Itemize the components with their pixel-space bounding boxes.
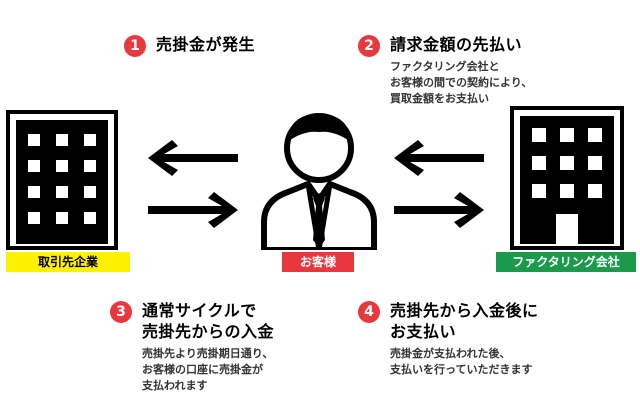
step-4: 4 売掛先から入金後に お支払い 売掛金が支払われた後、 支払いを行っていただき… <box>358 300 539 378</box>
left-building-icon <box>6 110 118 250</box>
right-entity-label: ファクタリング会社 <box>496 252 636 272</box>
step-2-number: 2 <box>358 35 380 57</box>
step-3-number: 3 <box>110 301 132 323</box>
step-2-title: 請求金額の先払い <box>390 35 523 54</box>
arrow-left-icon <box>148 140 238 176</box>
left-entity-label: 取引先企業 <box>6 252 130 272</box>
step-3: 3 通常サイクルで 売掛先からの入金 売掛先より売掛期日通り、 お客様の口座に売… <box>110 300 274 394</box>
step-1-title: 売掛金が発生 <box>156 35 256 54</box>
arrow-left-icon <box>394 140 484 176</box>
step-4-title: 売掛先から入金後に お支払い <box>390 301 539 341</box>
arrow-right-icon <box>148 192 238 228</box>
step-1-number: 1 <box>124 35 146 57</box>
center-entity-label: お客様 <box>282 252 354 272</box>
arrow-right-icon <box>394 192 484 228</box>
right-building-icon <box>510 106 624 250</box>
step-3-title: 通常サイクルで 売掛先からの入金 <box>142 301 275 341</box>
step-1: 1 売掛金が発生 <box>124 34 255 57</box>
step-2: 2 請求金額の先払い ファクタリング会社と お客様の間での契約により、 買取金額… <box>358 34 532 107</box>
step-3-description: 売掛先より売掛期日通り、 お客様の口座に売掛金が 支払われます <box>142 347 274 392</box>
step-4-number: 4 <box>358 301 380 323</box>
businessman-icon <box>261 113 377 250</box>
step-4-description: 売掛金が支払われた後、 支払いを行っていただきます <box>390 347 533 376</box>
step-2-description: ファクタリング会社と お客様の間での契約により、 買取金額をお支払い <box>390 60 533 105</box>
